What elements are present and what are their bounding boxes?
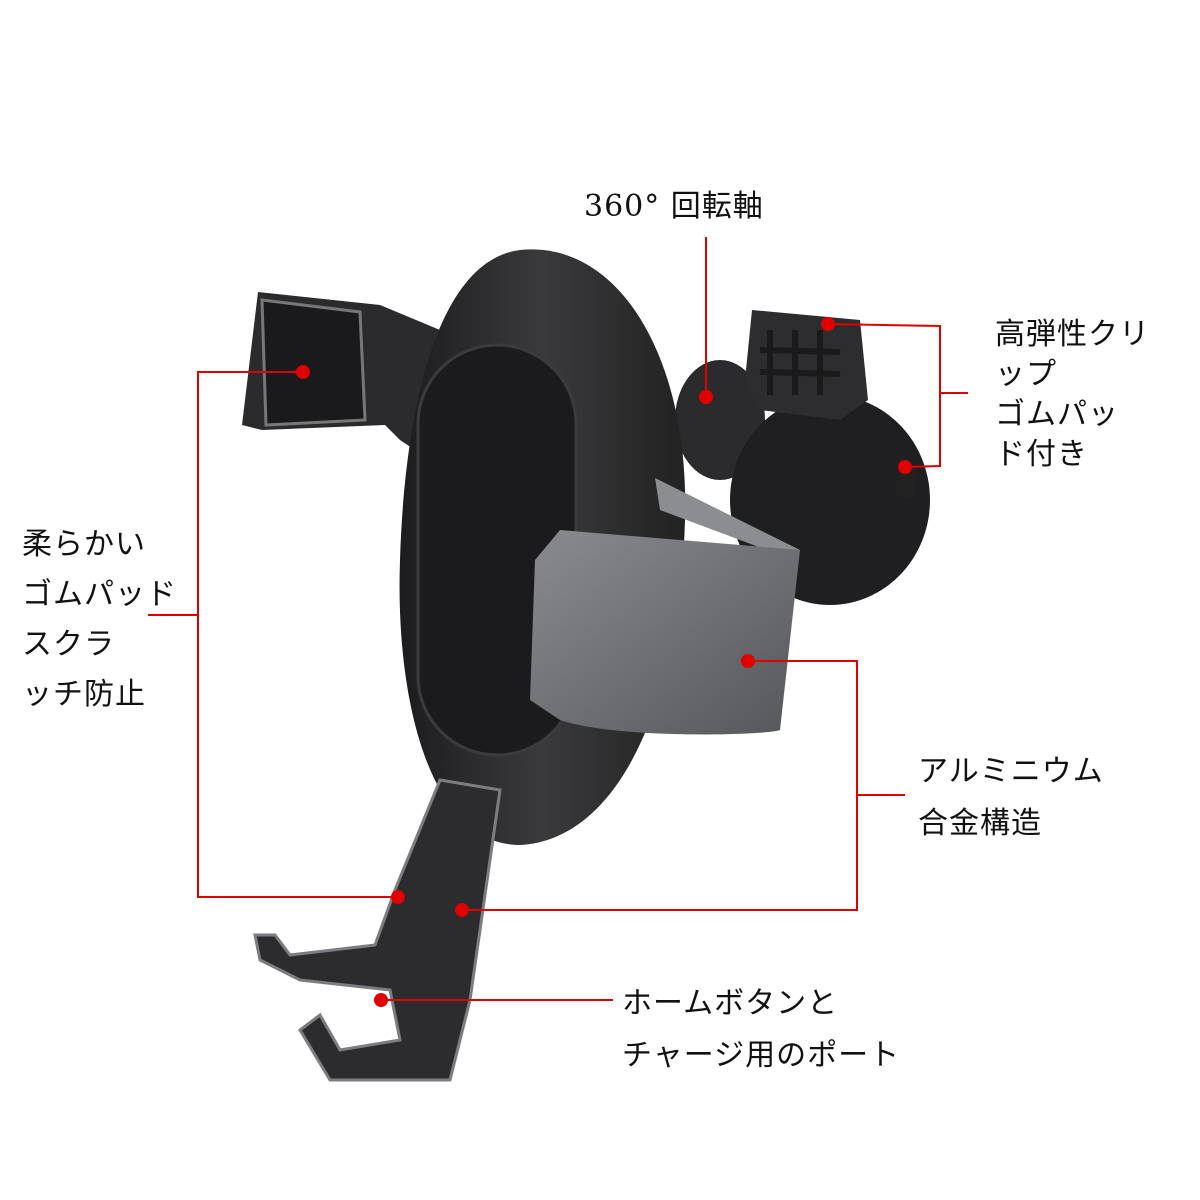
label-aluminum: アルミニウム 合金構造 xyxy=(918,746,1104,850)
label-line: ゴムパッド xyxy=(22,577,177,612)
label-line: 柔らかい xyxy=(22,527,146,562)
callout-dots xyxy=(296,317,912,1007)
label-line: ップ xyxy=(995,357,1057,392)
callout-lines xyxy=(148,237,968,1001)
aluminum-bracket xyxy=(530,478,800,735)
label-rotation-axis: 360° 回転軸 xyxy=(584,189,764,224)
label-line: 合金構造 xyxy=(918,806,1042,841)
label-line: ッチ防止 xyxy=(22,677,146,712)
label-clip: 高弾性クリ ップ ゴムパッ ド付き xyxy=(995,315,1150,475)
label-line: アルミニウム xyxy=(918,754,1104,789)
label-line: スクラ xyxy=(22,627,115,662)
vent-clip xyxy=(675,310,930,605)
label-soft-pad: 柔らかい ゴムパッド スクラ ッチ防止 xyxy=(22,520,177,720)
bottom-support xyxy=(253,778,502,1082)
left-gripper xyxy=(242,292,440,460)
label-line: チャージ用のポート xyxy=(622,1038,901,1073)
label-line: ゴムパッ xyxy=(995,397,1119,432)
label-line: ド付き xyxy=(995,437,1088,472)
label-line: 高弾性クリ xyxy=(995,317,1150,352)
label-port: ホームボタンと チャージ用のポート xyxy=(622,978,900,1082)
label-line: ホームボタンと xyxy=(622,986,839,1021)
